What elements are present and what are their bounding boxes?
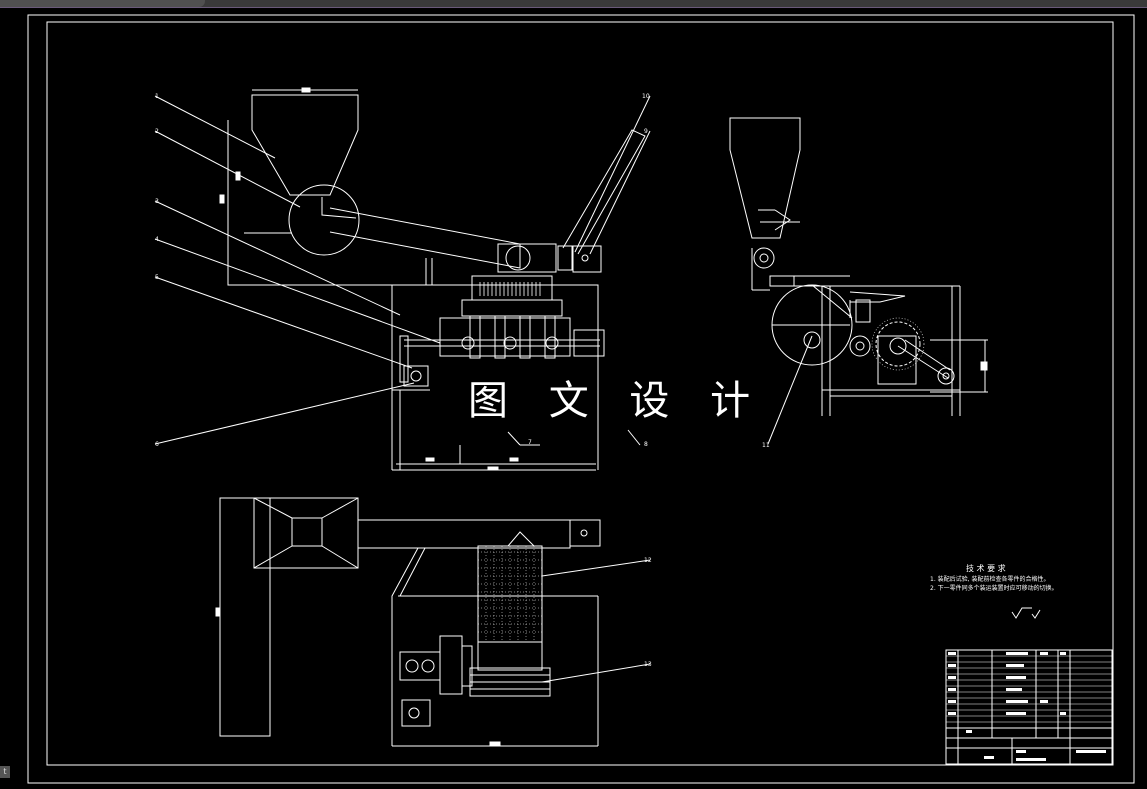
outer-frame [27,14,1135,784]
part-label-3: 3 [155,198,159,205]
part-label-12: 12 [644,557,652,564]
part-label-7: 7 [528,439,532,446]
part-label-1: 1 [155,93,159,100]
front-view [154,87,651,471]
part-label-11: 11 [762,442,770,449]
title-block [945,649,1113,765]
part-label-6: 6 [155,441,159,448]
part-label-5: 5 [155,274,159,281]
inner-frame [46,21,1114,766]
part-label-4: 4 [155,236,159,243]
part-label-10: 10 [642,93,650,100]
plan-view [215,497,651,747]
document-tab[interactable] [0,0,205,7]
window-top-bar [0,0,1147,8]
ucs-icon: t [0,766,10,778]
assembly-drawing: 1 2 3 4 5 6 7 8 9 10 11 12 13 [27,14,1135,784]
part-label-2: 2 [155,128,159,135]
technical-requirements-title: 技 术 要 求 [966,564,1006,573]
watermark: 图 文 设 计 [468,378,765,424]
technical-requirement-1: 1. 装配后试验, 装配前检查各零件的合格性。 [930,576,1050,583]
cad-model-space[interactable]: 1 2 3 4 5 6 7 8 9 10 11 12 13 [0,8,1147,789]
part-label-13: 13 [644,661,652,668]
part-label-8: 8 [644,441,648,448]
side-view [729,117,988,445]
surface-finish-symbol [1011,607,1041,619]
technical-requirement-2: 2. 下一零件同多个装运装置时应可移动的切换。 [930,585,1058,592]
part-labels: 1 2 3 4 5 6 7 8 9 10 11 12 13 [155,93,770,668]
part-label-9: 9 [644,128,648,135]
